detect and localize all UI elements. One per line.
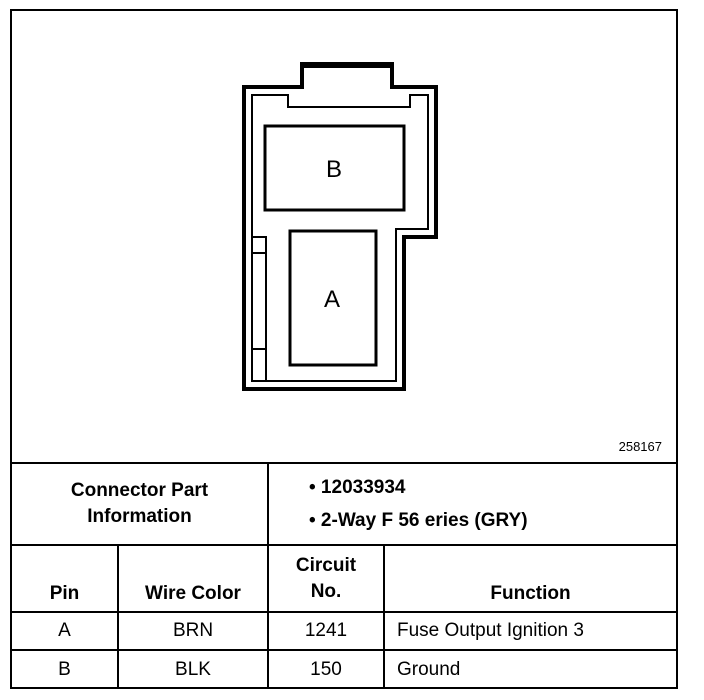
table-row: A BRN 1241 Fuse Output Ignition 3 [12, 611, 677, 651]
connector-housing-outline [242, 62, 438, 391]
table-row: B BLK 150 Ground [12, 649, 677, 688]
header-pin: Pin [12, 544, 119, 613]
connector-diagram: B A 258167 [12, 11, 676, 463]
header-circuit-no: Circuit No. [267, 544, 385, 613]
circuit-cell: 150 [267, 649, 385, 688]
header-wire-color: Wire Color [117, 544, 269, 613]
cavity-b [263, 124, 406, 212]
cavity-a-label: A [324, 286, 340, 313]
connector-figure: B A 258167 Connector Part Information • … [10, 9, 678, 689]
wire-color-cell: BRN [117, 611, 269, 651]
pin-cell: B [12, 649, 119, 688]
cavity-b-label: B [326, 156, 342, 183]
header-function: Function [382, 544, 677, 613]
function-cell: Ground [382, 649, 677, 688]
connector-part-number: • 12033934 [309, 477, 406, 498]
connector-notch-lower [251, 348, 267, 382]
cavity-a [288, 229, 378, 367]
function-cell: Fuse Output Ignition 3 [382, 611, 677, 651]
figure-id: 258167 [618, 439, 662, 454]
connector-part-info-label: Connector Part Information [12, 462, 269, 546]
connector-info-table: Connector Part Information • 12033934 • … [12, 462, 677, 688]
connector-description: • 2-Way F 56 eries (GRY) [309, 510, 528, 531]
circuit-cell: 1241 [267, 611, 385, 651]
connector-part-info-values: • 12033934 • 2-Way F 56 eries (GRY) [266, 462, 677, 546]
header-row: Pin Wire Color Circuit No. Function [12, 544, 677, 613]
wire-color-cell: BLK [117, 649, 269, 688]
connector-latch [302, 64, 392, 68]
pin-cell: A [12, 611, 119, 651]
connector-part-info-row: Connector Part Information • 12033934 • … [12, 462, 677, 546]
connector-housing-inner [251, 94, 429, 382]
connector-notch-upper [251, 236, 267, 254]
connector-face-drawing: B A [242, 62, 438, 391]
